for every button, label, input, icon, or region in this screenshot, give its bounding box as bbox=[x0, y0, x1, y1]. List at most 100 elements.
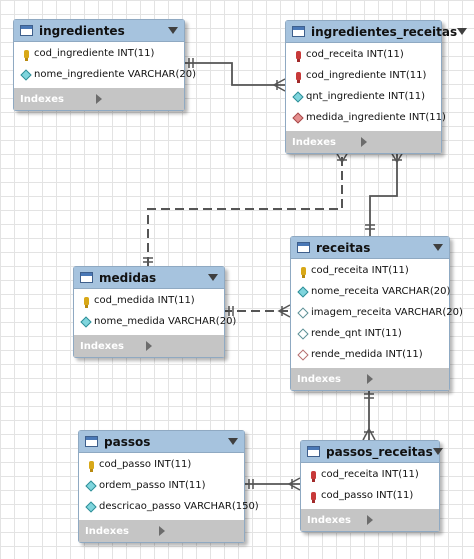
table-passos[interactable]: passos cod_passo INT(11) ordem_passo INT(… bbox=[78, 430, 259, 543]
table-header[interactable]: ingredientes bbox=[14, 20, 184, 42]
expand-triangle-icon[interactable] bbox=[96, 94, 178, 104]
expand-triangle-icon[interactable] bbox=[146, 341, 218, 351]
rel-receitas-passos-receitas[interactable] bbox=[362, 388, 376, 441]
column-row[interactable]: cod_medida INT(11) bbox=[74, 290, 224, 311]
indexes-section[interactable]: Indexes bbox=[286, 131, 441, 153]
column-row[interactable]: cod_receita INT(11) bbox=[301, 464, 439, 485]
table-title: ingredientes bbox=[39, 23, 125, 38]
table-title: ingredientes_receitas bbox=[311, 24, 458, 39]
table-header[interactable]: passos_receitas bbox=[301, 441, 443, 463]
table-title: medidas bbox=[99, 270, 157, 285]
table-icon bbox=[85, 436, 98, 447]
nullable-column-diamond-icon bbox=[297, 327, 309, 340]
collapse-caret-icon[interactable] bbox=[433, 244, 443, 251]
column-text: cod_ingrediente INT(11) bbox=[306, 70, 427, 81]
column-row[interactable]: rende_qnt INT(11) bbox=[291, 323, 449, 344]
column-row[interactable]: descricao_passo VARCHAR(150) bbox=[79, 496, 259, 517]
table-header[interactable]: ingredientes_receitas bbox=[286, 21, 468, 43]
table-medidas[interactable]: medidas cod_medida INT(11) nome_medida VA… bbox=[73, 266, 236, 358]
column-text: nome_medida VARCHAR(20) bbox=[94, 316, 237, 327]
table-icon bbox=[20, 25, 33, 36]
column-row[interactable]: ordem_passo INT(11) bbox=[79, 475, 244, 496]
column-list: cod_receita INT(11) nome_receita VARCHAR(… bbox=[291, 259, 463, 368]
column-diamond-icon bbox=[80, 315, 92, 328]
expand-triangle-icon[interactable] bbox=[367, 374, 443, 384]
table-icon bbox=[292, 26, 305, 37]
table-title: passos_receitas bbox=[326, 444, 433, 459]
collapse-caret-icon[interactable] bbox=[208, 274, 218, 281]
foreign-column-diamond-icon bbox=[292, 111, 304, 124]
column-list: cod_passo INT(11) ordem_passo INT(11) desc… bbox=[79, 453, 259, 520]
column-diamond-icon bbox=[20, 68, 32, 81]
column-text: ordem_passo INT(11) bbox=[99, 480, 206, 491]
column-row[interactable]: nome_ingrediente VARCHAR(20) bbox=[14, 64, 196, 85]
primary-key-icon bbox=[85, 459, 97, 472]
column-row[interactable]: cod_receita INT(11) bbox=[291, 260, 449, 281]
column-list: cod_medida INT(11) nome_medida VARCHAR(20… bbox=[74, 289, 236, 335]
column-text: cod_passo INT(11) bbox=[99, 459, 192, 470]
column-list: cod_receita INT(11) cod_passo INT(11) bbox=[301, 463, 439, 509]
column-text: cod_receita INT(11) bbox=[311, 265, 409, 276]
table-title: passos bbox=[104, 434, 151, 449]
indexes-section[interactable]: Indexes bbox=[14, 88, 184, 110]
column-row[interactable]: imagem_receita VARCHAR(20) bbox=[291, 302, 463, 323]
rel-ingredientes-ingredientes-receitas[interactable] bbox=[184, 58, 286, 92]
indexes-section[interactable]: Indexes bbox=[301, 509, 439, 531]
column-row[interactable]: cod_ingrediente INT(11) bbox=[286, 65, 441, 86]
table-icon bbox=[297, 242, 310, 253]
rel-medidas-ingredientes-receitas[interactable] bbox=[143, 151, 349, 266]
column-text: descricao_passo VARCHAR(150) bbox=[99, 501, 259, 512]
column-text: medida_ingrediente INT(11) bbox=[306, 112, 446, 123]
nullable-foreign-column-diamond-icon bbox=[297, 348, 309, 361]
table-icon bbox=[307, 446, 320, 457]
collapse-caret-icon[interactable] bbox=[432, 448, 443, 455]
primary-key-icon bbox=[20, 48, 32, 61]
indexes-label: Indexes bbox=[85, 525, 129, 537]
column-row[interactable]: rende_medida INT(11) bbox=[291, 344, 449, 365]
table-receitas[interactable]: receitas cod_receita INT(11) nome_receita… bbox=[290, 236, 463, 391]
table-header[interactable]: medidas bbox=[74, 267, 224, 289]
column-row[interactable]: nome_receita VARCHAR(20) bbox=[291, 281, 450, 302]
indexes-section[interactable]: Indexes bbox=[291, 368, 449, 390]
column-text: cod_ingrediente INT(11) bbox=[34, 48, 155, 59]
foreign-key-icon bbox=[292, 49, 304, 62]
collapse-caret-icon[interactable] bbox=[228, 438, 238, 445]
rel-medidas-receitas[interactable] bbox=[223, 304, 291, 318]
table-ingredientes-receitas[interactable]: ingredientes_receitas cod_receita INT(11… bbox=[285, 20, 468, 154]
column-diamond-icon bbox=[297, 285, 309, 298]
column-row[interactable]: cod_passo INT(11) bbox=[79, 454, 244, 475]
primary-key-icon bbox=[297, 265, 309, 278]
expand-triangle-icon[interactable] bbox=[360, 137, 436, 147]
rel-passos-passos-receitas[interactable] bbox=[244, 477, 301, 491]
table-header[interactable]: receitas bbox=[291, 237, 449, 259]
table-ingredientes[interactable]: ingredientes cod_ingrediente INT(11) nome… bbox=[13, 19, 196, 111]
indexes-label: Indexes bbox=[297, 373, 341, 385]
column-text: rende_medida INT(11) bbox=[311, 349, 423, 360]
indexes-section[interactable]: Indexes bbox=[74, 335, 224, 357]
foreign-key-icon bbox=[307, 490, 319, 503]
table-passos-receitas[interactable]: passos_receitas cod_receita INT(11) cod_p… bbox=[300, 440, 443, 532]
table-header[interactable]: passos bbox=[79, 431, 244, 453]
table-title: receitas bbox=[316, 240, 371, 255]
collapse-caret-icon[interactable] bbox=[168, 27, 178, 34]
expand-triangle-icon[interactable] bbox=[158, 526, 239, 536]
primary-key-icon bbox=[80, 295, 92, 308]
column-diamond-icon bbox=[85, 500, 97, 513]
rel-receitas-ingredientes-receitas[interactable] bbox=[365, 151, 404, 236]
column-row[interactable]: medida_ingrediente INT(11) bbox=[286, 107, 446, 128]
indexes-label: Indexes bbox=[80, 340, 124, 352]
column-row[interactable]: cod_receita INT(11) bbox=[286, 44, 441, 65]
collapse-caret-icon[interactable] bbox=[457, 28, 468, 35]
column-text: cod_receita INT(11) bbox=[321, 469, 419, 480]
indexes-section[interactable]: Indexes bbox=[79, 520, 244, 542]
column-row[interactable]: qnt_ingrediente INT(11) bbox=[286, 86, 441, 107]
column-row[interactable]: cod_passo INT(11) bbox=[301, 485, 439, 506]
column-row[interactable]: nome_medida VARCHAR(20) bbox=[74, 311, 236, 332]
column-diamond-icon bbox=[85, 479, 97, 492]
nullable-column-diamond-icon bbox=[297, 306, 309, 319]
indexes-label: Indexes bbox=[307, 514, 351, 526]
column-row[interactable]: cod_ingrediente INT(11) bbox=[14, 43, 184, 64]
expand-triangle-icon[interactable] bbox=[367, 515, 433, 525]
